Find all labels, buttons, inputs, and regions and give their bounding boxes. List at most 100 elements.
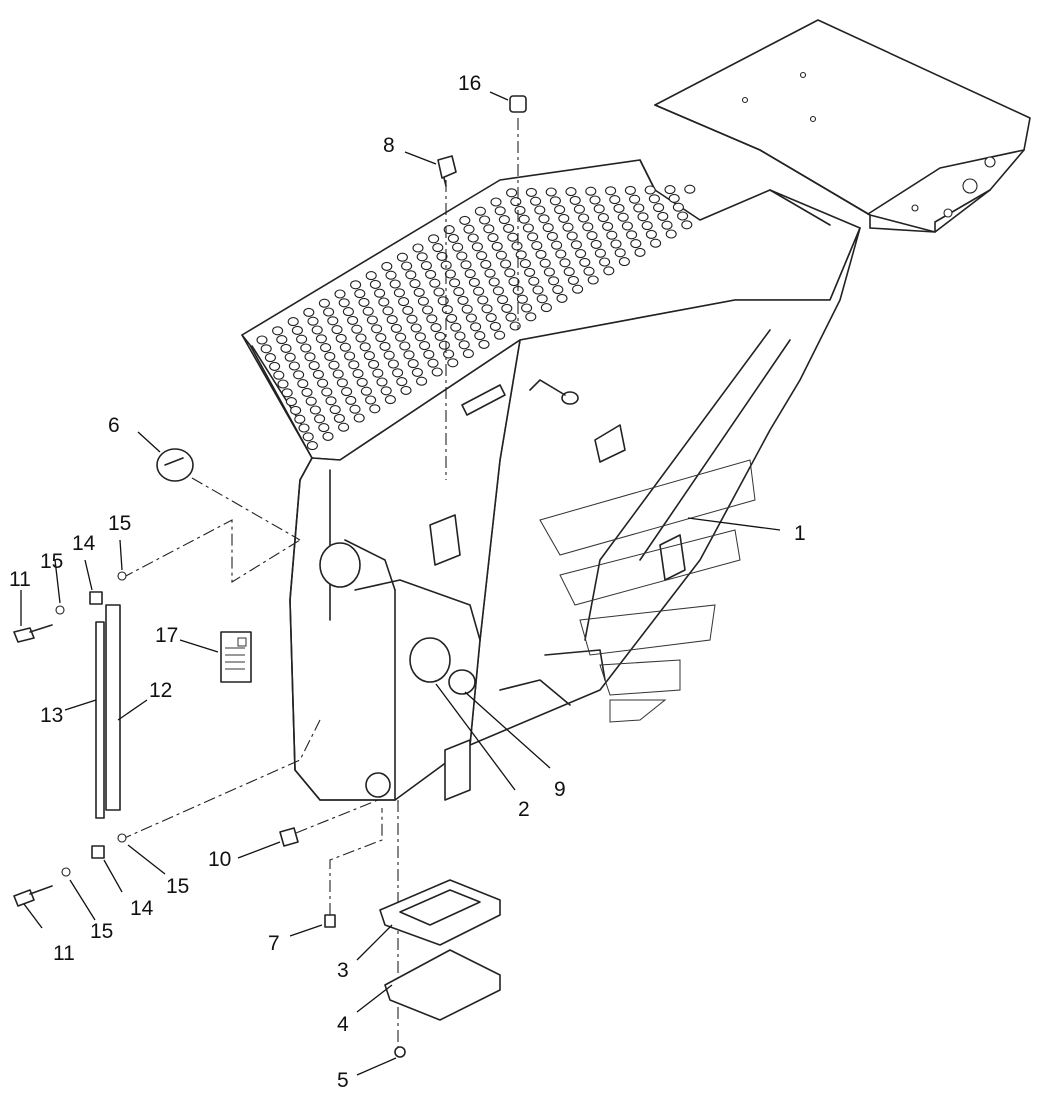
perforation-hole (491, 241, 503, 251)
perforation-hole (501, 303, 513, 313)
perforation-hole (648, 194, 660, 204)
perforation-hole (315, 334, 327, 344)
perforation-hole (443, 225, 455, 235)
perforation-hole (369, 279, 381, 289)
perforation-hole (572, 284, 584, 294)
perforation-hole (575, 249, 587, 259)
perforation-hole (538, 214, 550, 224)
perforation-hole (381, 261, 393, 271)
perforation-hole (605, 186, 617, 196)
perforation-hole (351, 324, 363, 334)
perforation-hole (375, 333, 387, 343)
callout-11-bottom: 11 (53, 942, 75, 965)
perforation-hole (467, 233, 479, 243)
perforation-hole (436, 251, 448, 261)
perforation-hole (599, 257, 611, 267)
callout-4: 4 (337, 1013, 349, 1036)
callout-15-bottom-left: 15 (90, 920, 113, 943)
perforation-hole (420, 261, 432, 271)
perforation-hole (308, 361, 320, 371)
perforation-hole (476, 251, 488, 261)
perforation-hole (536, 294, 548, 304)
perforation-hole (432, 243, 444, 253)
perforation-hole (317, 378, 329, 388)
perforation-hole (471, 242, 483, 252)
perforation-hole (417, 296, 429, 306)
perforation-hole (350, 280, 362, 290)
perforation-hole (291, 325, 303, 335)
perforation-hole (562, 222, 574, 232)
perforation-hole (427, 358, 439, 368)
perforation-hole (318, 298, 330, 308)
perforation-hole (566, 231, 578, 241)
perforation-hole (359, 342, 371, 352)
perforation-hole (479, 215, 491, 225)
perforation-hole (453, 287, 465, 297)
perforation-hole (378, 297, 390, 307)
perforation-hole (386, 315, 398, 325)
step-perforations (256, 184, 696, 451)
callout-15-top-left: 15 (40, 550, 63, 573)
callout-15-top-right: 15 (108, 512, 131, 535)
perforation-hole (567, 275, 579, 285)
perforation-hole (637, 212, 649, 222)
perforation-hole (585, 186, 597, 196)
perforation-hole (331, 325, 343, 335)
perforation-hole (525, 312, 537, 322)
perforation-hole (450, 322, 462, 332)
perforation-hole (579, 257, 591, 267)
perforation-hole (609, 195, 621, 205)
perforation-hole (583, 266, 595, 276)
perforation-hole (462, 349, 474, 359)
perforation-hole (540, 303, 552, 313)
perforation-hole (558, 213, 570, 223)
callout-16: 16 (458, 72, 481, 95)
perforation-hole (641, 221, 653, 231)
perforation-hole (293, 370, 305, 380)
perforation-hole (372, 368, 384, 378)
callout-3: 3 (337, 959, 349, 982)
perforation-hole (352, 369, 364, 379)
perforation-hole (277, 379, 289, 389)
perforation-hole (298, 423, 310, 433)
perforation-hole (518, 214, 530, 224)
perforation-hole (358, 297, 370, 307)
perforation-hole (371, 324, 383, 334)
perforation-hole (621, 221, 633, 231)
perforation-hole (555, 249, 567, 259)
perforation-hole (304, 352, 316, 362)
perforation-hole (465, 313, 477, 323)
perforation-hole (534, 205, 546, 215)
perforation-hole (633, 203, 645, 213)
perforation-hole (276, 335, 288, 345)
perforation-hole (374, 288, 386, 298)
perforation-hole (532, 285, 544, 295)
perforation-hole (521, 303, 533, 313)
perforation-hole (444, 269, 456, 279)
perforation-hole (556, 293, 568, 303)
callout-1: 1 (794, 522, 806, 545)
perforation-hole (412, 243, 424, 253)
perforation-hole (393, 288, 405, 298)
perforation-hole (661, 220, 673, 230)
perforation-hole (542, 223, 554, 233)
leader-lines (20, 91, 781, 1076)
perforation-hole (461, 304, 473, 314)
perforation-hole (324, 351, 336, 361)
perforation-hole (624, 185, 636, 195)
callout-9: 9 (554, 778, 566, 801)
perforation-hole (586, 231, 598, 241)
perforation-hole (500, 259, 512, 269)
perforation-hole (321, 387, 333, 397)
perforation-hole (498, 215, 510, 225)
perforation-hole (354, 289, 366, 299)
hydraulic-tank (241, 159, 861, 801)
callout-15-bottom-right: 15 (166, 875, 189, 898)
perforation-hole (653, 203, 665, 213)
perforation-hole (681, 220, 693, 230)
perforation-hole (411, 367, 423, 377)
perforation-hole (484, 268, 496, 278)
perforation-hole (449, 278, 461, 288)
callout-10: 10 (208, 848, 231, 871)
